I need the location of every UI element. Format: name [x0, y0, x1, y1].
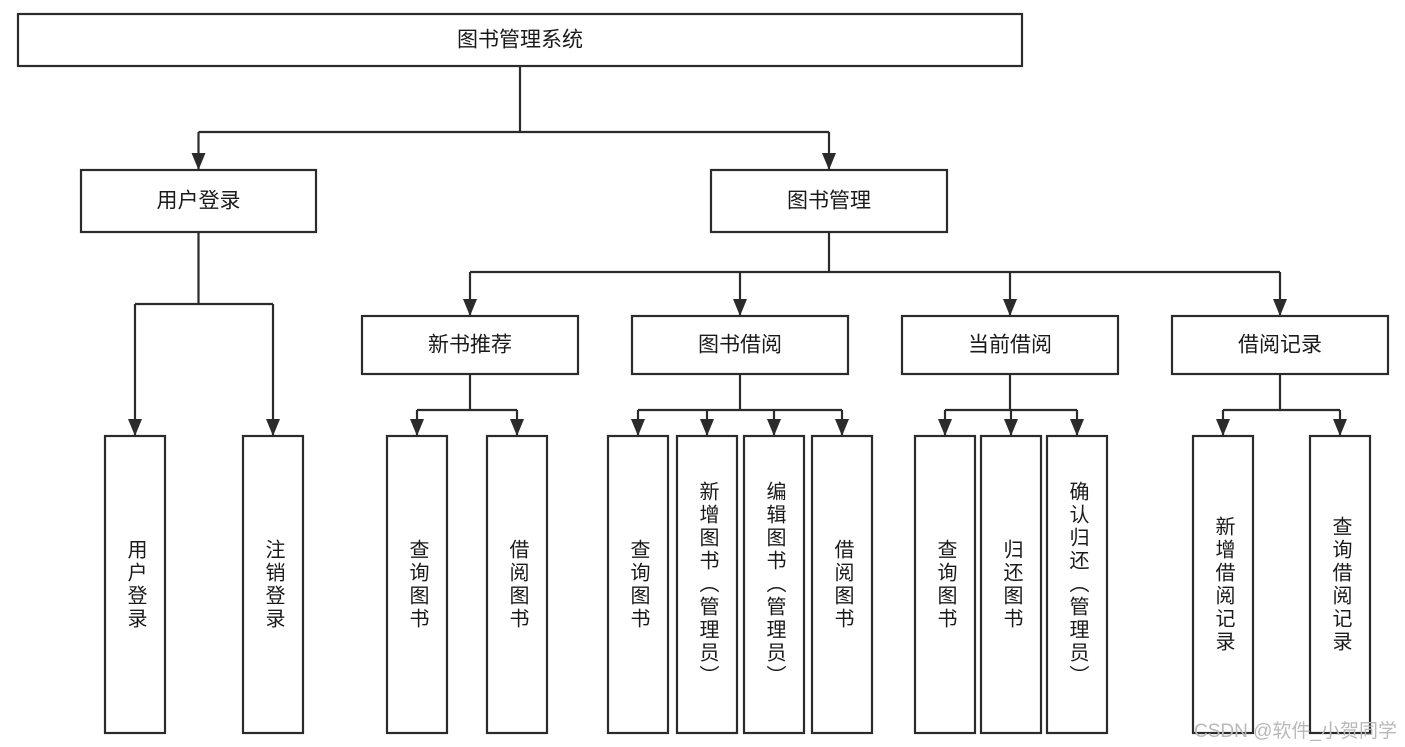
arrow-head-current-borrow-0 [938, 419, 952, 436]
arrow-head-book-borrow-0 [631, 419, 645, 436]
node-label-book-management: 图书管理 [787, 190, 871, 213]
node-box-leaf-user-login[interactable] [103, 434, 167, 735]
arrow-head-current-borrow-1 [1004, 419, 1018, 436]
node-label-current-borrow: 当前借阅 [968, 334, 1052, 357]
node-box-book-management[interactable] [709, 168, 949, 234]
node-box-user-login[interactable] [79, 168, 318, 234]
node-box-new-book-recommend[interactable] [360, 314, 580, 376]
node-box-leaf-borrow-book-2[interactable] [810, 434, 874, 735]
node-box-leaf-confirm-return[interactable] [1045, 434, 1109, 735]
arrow-head-user-login-1 [266, 419, 280, 436]
arrow-head-book-borrow-2 [767, 419, 781, 436]
node-box-leaf-borrow-book-1[interactable] [485, 434, 549, 735]
arrow-head-bookmgmt-0 [463, 299, 477, 316]
node-boxes [16, 12, 1390, 735]
node-box-leaf-logout[interactable] [241, 434, 305, 735]
node-box-leaf-add-record[interactable] [1191, 434, 1255, 735]
node-box-leaf-query-record[interactable] [1308, 434, 1372, 735]
node-label-user-login: 用户登录 [157, 190, 241, 213]
node-box-root[interactable] [16, 12, 1024, 68]
node-label-root: 图书管理系统 [457, 29, 583, 52]
arrow-head-new-book-recommend-0 [410, 419, 424, 436]
node-box-leaf-return-book[interactable] [979, 434, 1043, 735]
arrow-head-borrow-records-1 [1333, 419, 1347, 436]
arrow-head-bookmgmt-1 [733, 299, 747, 316]
node-box-leaf-query-book-2[interactable] [606, 434, 670, 735]
node-box-leaf-query-book-3[interactable] [913, 434, 977, 735]
node-label-new-book-recommend: 新书推荐 [428, 334, 512, 357]
arrow-head-root-0 [191, 153, 206, 170]
node-label-borrow-records: 借阅记录 [1238, 334, 1322, 357]
connector-lines [128, 66, 1347, 436]
arrow-head-current-borrow-2 [1070, 419, 1084, 436]
arrow-head-bookmgmt-2 [1003, 299, 1017, 316]
node-box-borrow-records[interactable] [1170, 314, 1390, 376]
arrow-head-book-borrow-1 [700, 419, 714, 436]
node-box-leaf-edit-book[interactable] [742, 434, 806, 735]
node-box-leaf-query-book-1[interactable] [385, 434, 449, 735]
watermark-text: CSDN @软件_小贺同学 [1194, 721, 1397, 742]
arrow-head-root-1 [822, 153, 836, 170]
node-box-book-borrow[interactable] [630, 314, 850, 376]
arrow-head-borrow-records-0 [1216, 419, 1230, 436]
arrow-head-new-book-recommend-1 [510, 419, 524, 436]
arrow-head-bookmgmt-3 [1273, 299, 1287, 316]
node-box-leaf-add-book[interactable] [675, 434, 739, 735]
arrow-head-book-borrow-3 [835, 419, 849, 436]
node-label-book-borrow: 图书借阅 [698, 334, 782, 357]
arrow-head-user-login-0 [128, 419, 142, 436]
node-box-current-borrow[interactable] [900, 314, 1120, 376]
